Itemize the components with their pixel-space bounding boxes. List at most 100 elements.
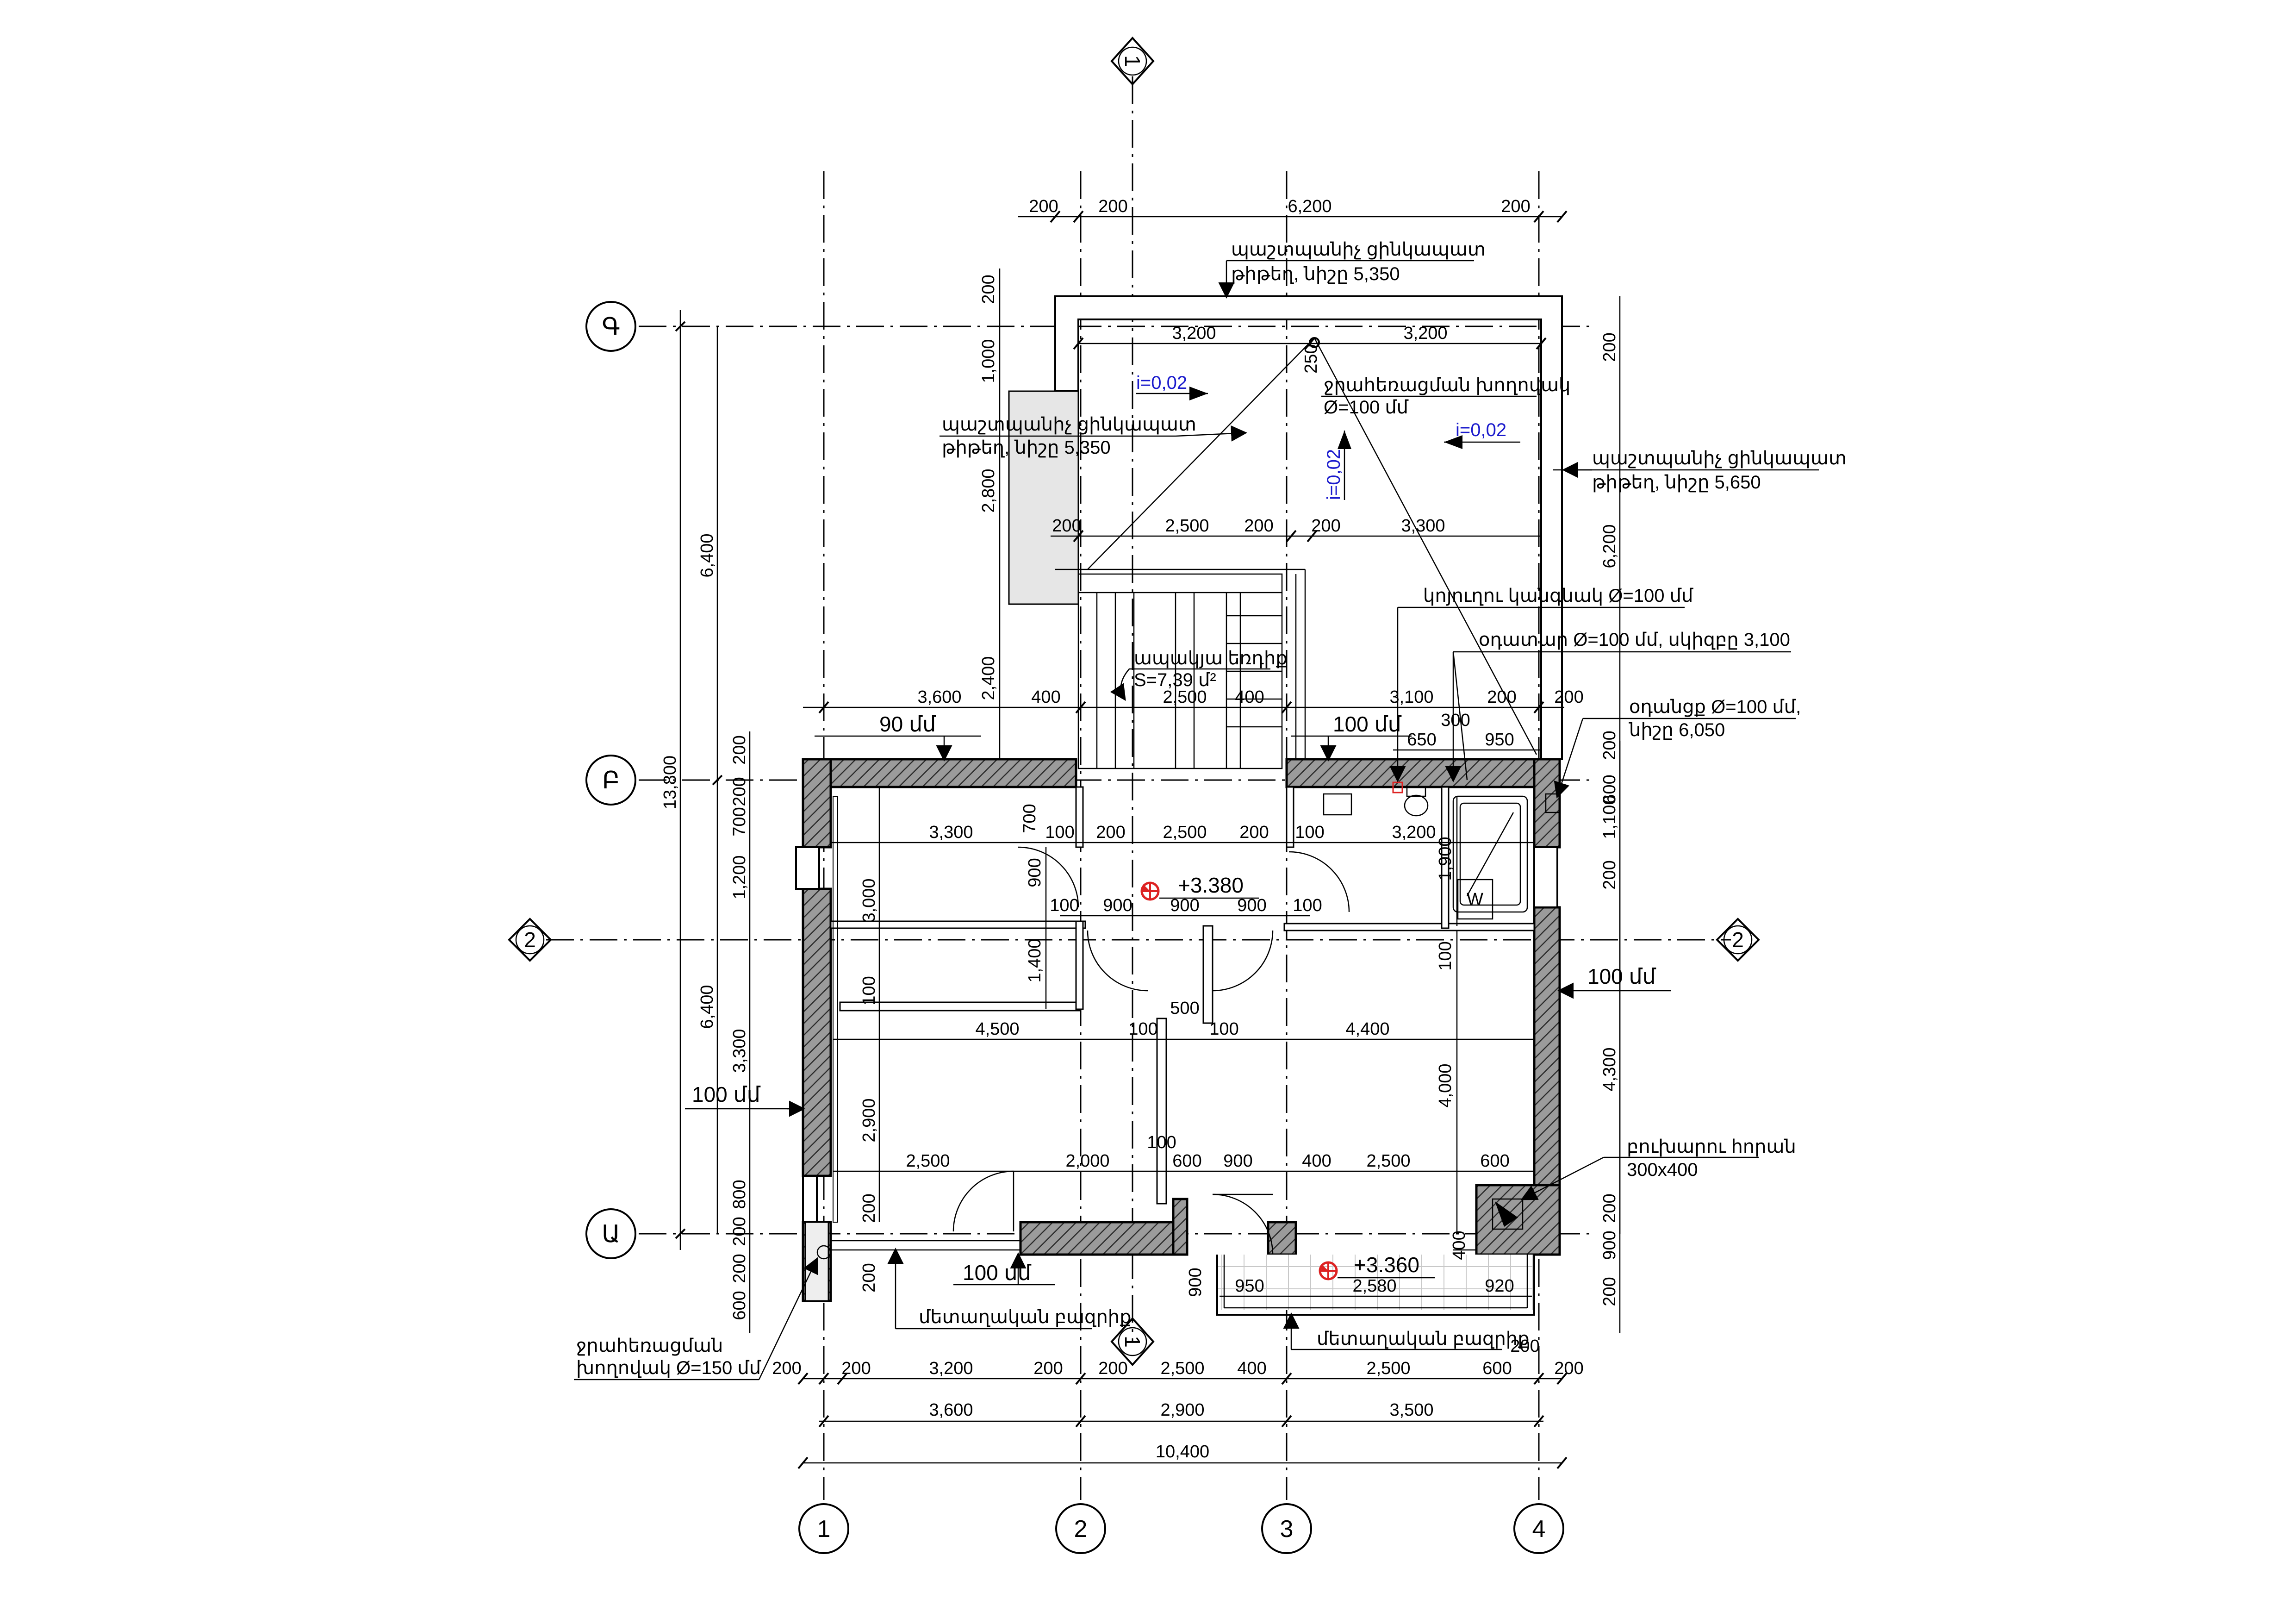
svg-text:2,500: 2,500 <box>1160 1359 1204 1378</box>
svg-text:200: 200 <box>1501 197 1530 216</box>
roof-parapet <box>1008 295 1563 769</box>
note-insulation-100-right: 100 մմ <box>1557 964 1671 999</box>
svg-text:3,500: 3,500 <box>1389 1400 1433 1420</box>
svg-text:900: 900 <box>1600 1230 1619 1260</box>
svg-text:3,600: 3,600 <box>929 1400 973 1420</box>
svg-text:200: 200 <box>730 735 749 764</box>
window-left-upper <box>795 846 820 890</box>
svg-text:600: 600 <box>730 1291 749 1320</box>
section-mark-1-bottom: 1 <box>1110 1317 1155 1366</box>
slope-label-1: i=0,02 <box>1136 373 1187 393</box>
svg-text:6,200: 6,200 <box>1600 524 1619 568</box>
door-swing-5 <box>952 1170 1014 1232</box>
svg-text:200: 200 <box>1554 687 1583 707</box>
sewer-riser-mark <box>1392 781 1403 793</box>
note-glass-roof: ապակյա եռդիք S=7,39 մ² <box>1110 648 1288 701</box>
level-mark-main: +3.380 <box>1140 873 1259 901</box>
svg-text:2: 2 <box>1074 1516 1088 1543</box>
axis-bubbles: 1 2 3 4 Գ Բ Ա 1 <box>508 37 1760 1554</box>
door-swing-6 <box>1212 1193 1274 1255</box>
svg-text:200: 200 <box>1098 197 1127 216</box>
axis-bubble-3: 3 <box>1261 1503 1312 1554</box>
svg-text:100: 100 <box>1147 1133 1176 1152</box>
wall-bottom-middle <box>1019 1221 1182 1256</box>
svg-text:600: 600 <box>1172 1151 1201 1171</box>
svg-text:300x400: 300x400 <box>1627 1160 1698 1180</box>
svg-text:1: 1 <box>817 1516 831 1543</box>
svg-text:6,400: 6,400 <box>697 985 717 1029</box>
washing-machine <box>1457 879 1493 920</box>
svg-text:100: 100 <box>1128 1019 1157 1039</box>
section-mark-2-right: 2 <box>1716 918 1760 962</box>
balcony-tiles <box>1217 1255 1534 1310</box>
note-insulation-100-top: 100 մմ <box>1291 712 1412 762</box>
svg-text:1,100: 1,100 <box>1600 795 1619 839</box>
note-parapet-left: պաշտպանիչ ցինկապատ թիթեղ, նիշը 5,350 <box>940 414 1247 458</box>
svg-text:600: 600 <box>1600 775 1619 804</box>
slope-label-3: i=0,02 <box>1324 449 1344 500</box>
dims-left: 13,800 6,400 6,400 200 200 700 1,200 3,3… <box>660 269 1001 1333</box>
svg-text:950: 950 <box>1485 730 1514 750</box>
main-walls: W <box>795 758 1561 1302</box>
svg-text:3,200: 3,200 <box>1392 823 1436 842</box>
svg-text:Բ: Բ <box>602 767 620 794</box>
wall-right-upper <box>1533 758 1561 849</box>
partition-v-center <box>1202 925 1213 1024</box>
svg-text:2,500: 2,500 <box>1163 687 1207 707</box>
svg-text:թիթեղ, նիշը 5,650: թիթեղ, նիշը 5,650 <box>1592 472 1761 493</box>
svg-text:13,800: 13,800 <box>660 756 680 809</box>
svg-text:250: 250 <box>1301 344 1321 373</box>
svg-text:900: 900 <box>1237 896 1266 915</box>
note-drain-pipe: ջրահեռացման խողովակ Ø=150 մմ <box>574 1257 818 1380</box>
svg-text:մետաղական բազրիք: մետաղական բազրիք <box>1317 1329 1530 1349</box>
svg-text:700: 700 <box>730 807 749 836</box>
note-vent-outlet: օդանցք Ø=100 մմ, նիշը 6,050 <box>1554 697 1801 799</box>
downpipe-circle <box>816 1245 831 1260</box>
section-mark-1-top: 1 <box>1110 37 1155 86</box>
svg-text:թիթեղ, նիշը 5,350: թիթեղ, նիշը 5,350 <box>942 437 1111 458</box>
svg-text:4,500: 4,500 <box>975 1019 1019 1039</box>
axis-bubble-a: Ա <box>585 1208 636 1259</box>
svg-text:ապակյա եռդիք: ապակյա եռդիք <box>1134 648 1288 668</box>
svg-text:200: 200 <box>859 1193 879 1223</box>
door-swing-1 <box>1018 846 1079 908</box>
door-swing-2 <box>1288 851 1350 912</box>
svg-text:2,580: 2,580 <box>1352 1276 1396 1296</box>
svg-text:4,400: 4,400 <box>1345 1019 1389 1039</box>
svg-text:ջրահեռացման խողովակ: ջրահեռացման խողովակ <box>1324 375 1570 395</box>
svg-text:200: 200 <box>1096 823 1125 842</box>
svg-text:3,100: 3,100 <box>1389 687 1433 707</box>
svg-text:6,400: 6,400 <box>697 533 717 577</box>
svg-text:2,500: 2,500 <box>906 1151 950 1171</box>
svg-text:600: 600 <box>1482 1359 1512 1378</box>
svg-text:օդանցք Ø=100 մմ,: օդանցք Ø=100 մմ, <box>1629 697 1801 717</box>
svg-text:2,400: 2,400 <box>979 656 998 700</box>
svg-text:200: 200 <box>1098 1359 1127 1378</box>
slope-marks: i=0,02 i=0,02 i=0,02 <box>1136 373 1520 500</box>
svg-text:200: 200 <box>772 1359 801 1378</box>
partition-h-top <box>830 920 1086 929</box>
svg-text:200: 200 <box>859 1263 879 1292</box>
svg-text:+3.380: +3.380 <box>1178 873 1244 897</box>
svg-text:100 մմ: 100 մմ <box>963 1261 1032 1285</box>
svg-text:օդատար Ø=100 մմ, սկիզբը 3,100: օդատար Ø=100 մմ, սկիզբը 3,100 <box>1479 630 1790 650</box>
annotations: պաշտպանիչ ցինկապատ թիթեղ, նիշը 5,350 պաշ… <box>574 239 1847 1380</box>
wall-left-upper <box>802 758 832 849</box>
svg-text:6,200: 6,200 <box>1288 197 1332 216</box>
stair-treads <box>1078 592 1282 768</box>
svg-text:200: 200 <box>1510 1337 1539 1356</box>
axis-bubble-b: Բ <box>585 755 636 806</box>
svg-text:4,000: 4,000 <box>1436 1063 1455 1107</box>
svg-text:200: 200 <box>1600 332 1619 362</box>
svg-text:200: 200 <box>1487 687 1516 707</box>
note-vent-duct: օդատար Ø=100 մմ, սկիզբը 3,100 <box>1445 630 1791 782</box>
svg-text:650: 650 <box>1407 730 1436 750</box>
note-insulation-100-left: 100 մմ <box>685 1082 805 1117</box>
svg-text:90 մմ: 90 մմ <box>879 712 936 736</box>
balcony-railing <box>1216 1255 1535 1316</box>
ridge-line-left <box>1087 337 1315 570</box>
svg-text:400: 400 <box>1302 1151 1331 1171</box>
svg-text:+3.360: +3.360 <box>1354 1253 1419 1277</box>
svg-text:200: 200 <box>1052 516 1081 536</box>
svg-text:800: 800 <box>730 1180 749 1209</box>
